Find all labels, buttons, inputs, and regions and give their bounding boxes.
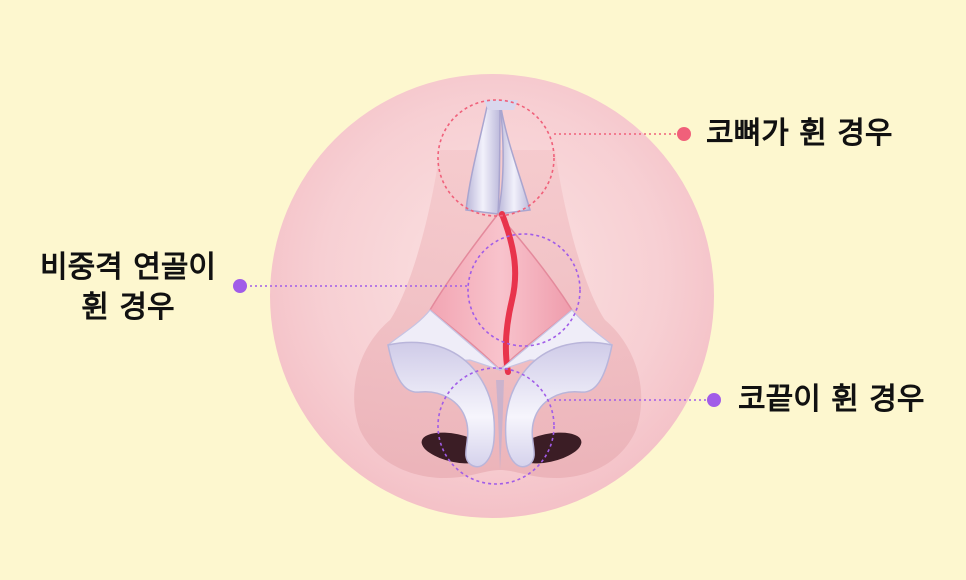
label-nasal-bone-deviation: 코뼈가 휜 경우	[706, 116, 893, 151]
curved-septum	[499, 211, 519, 375]
label-septum-line2: 휜 경우	[81, 290, 175, 325]
nasal-bone-highlight	[437, 99, 555, 217]
nasal-bone-right	[497, 101, 531, 215]
septum-dot	[233, 279, 247, 293]
tip-highlight	[437, 367, 555, 485]
label-septum-deviation: 비중격 연골이 휜 경우	[30, 248, 226, 328]
cartilage-shadow	[496, 380, 504, 470]
nasal-bone-dot	[677, 127, 691, 141]
label-septum-line1: 비중격 연골이	[39, 250, 217, 285]
tip-dot	[707, 393, 721, 407]
label-tip-deviation: 코끝이 휜 경우	[738, 382, 925, 417]
septum-highlight	[467, 233, 581, 347]
lower-cartilage-right	[504, 341, 613, 468]
lower-cartilage-left	[387, 341, 496, 468]
nasal-bone-top	[484, 100, 518, 110]
